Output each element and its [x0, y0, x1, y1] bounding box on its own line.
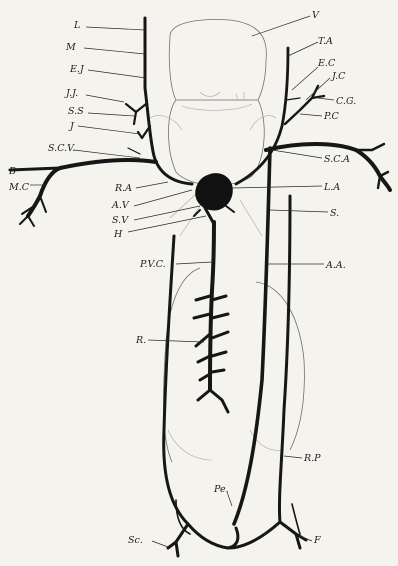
label-JC: J.C: [330, 71, 346, 82]
label-PVC: P.V.C.: [139, 259, 166, 270]
label-Sc: Sc.: [128, 535, 143, 546]
label-RA: R.A: [114, 183, 132, 194]
label-PC: P.C: [323, 111, 339, 122]
label-M: M: [65, 42, 76, 53]
label-L: L: [73, 20, 80, 31]
left-jugular-vein: [145, 18, 192, 184]
label-TA: T.A: [318, 36, 333, 47]
label-F: F: [313, 535, 321, 546]
label-SS: S.S: [68, 106, 84, 117]
dorsal-aorta: [234, 148, 270, 524]
label-LA: L.A: [323, 182, 340, 193]
right-jugular-vein: [236, 48, 288, 184]
label-RP: R.P: [303, 453, 321, 464]
label-J: J: [68, 121, 75, 132]
label-AA: A.A.: [325, 260, 346, 271]
brain-outline: [169, 20, 266, 100]
head-outline: [169, 100, 265, 185]
label-SCA: S.C.A: [324, 154, 350, 165]
label-EC: E.C: [317, 58, 336, 69]
label-CG: C.G.: [336, 96, 356, 107]
right-renal-portal-vein: [279, 196, 290, 522]
label-EJ: E.J: [69, 64, 85, 75]
label-SCV: S.C.V.: [48, 143, 75, 154]
label-AV: A.V: [111, 200, 130, 211]
label-MC: M.C: [8, 182, 30, 193]
label-Pe: Pe.: [213, 484, 229, 495]
heart: [196, 174, 233, 210]
labels: L M E.J J.J. S.S J S.C.V. B M.C R.A A.V …: [8, 10, 356, 546]
label-S: S.: [330, 208, 339, 219]
label-H: H: [113, 229, 123, 240]
label-SV: S.V: [112, 215, 129, 226]
left-renal-portal-vein: [164, 236, 188, 524]
label-B: B: [8, 166, 16, 177]
posterior-vena-cava: [210, 222, 214, 390]
label-R: R.: [135, 335, 146, 346]
label-JJ: J.J.: [64, 88, 78, 99]
label-V: V: [312, 10, 320, 21]
